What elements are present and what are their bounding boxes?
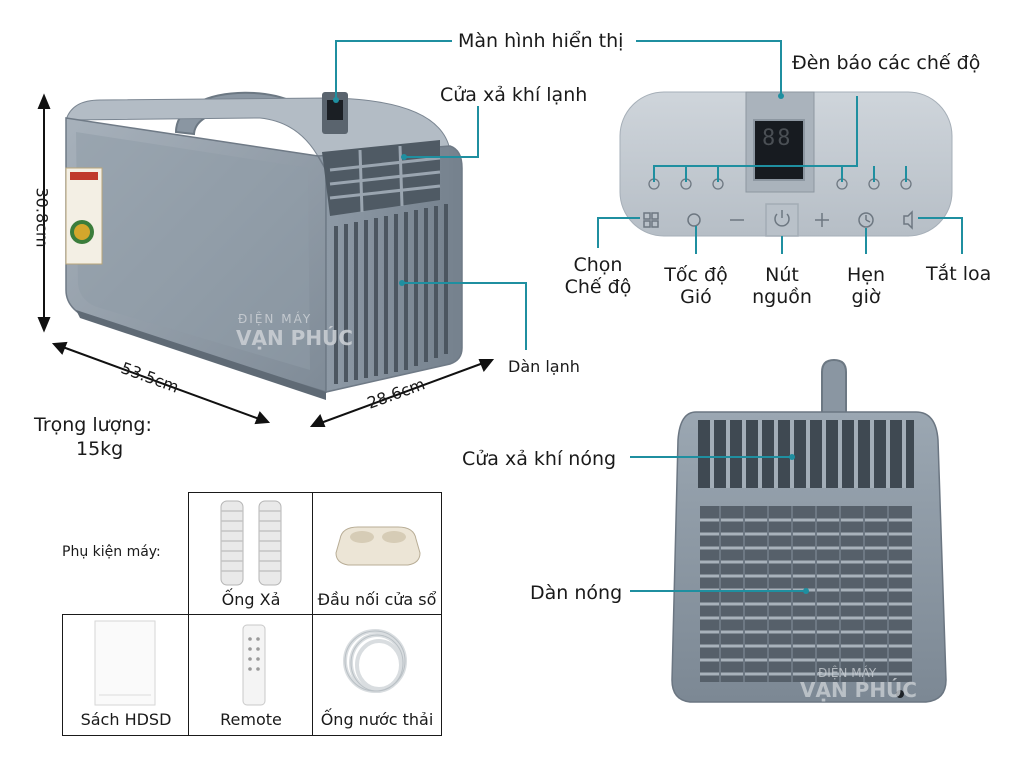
weight-label: Trọng lượng: — [34, 414, 152, 436]
label-mode-button: Chọn Chế độ — [564, 254, 632, 298]
panel-display-digits: 88 — [762, 126, 793, 151]
side-grille — [334, 204, 448, 384]
callout-display-screen: Màn hình hiển thị — [458, 30, 624, 52]
accessory-label-exhaust-hose: Ống Xả — [221, 590, 281, 609]
label-power-button: Nút nguồn — [752, 264, 812, 308]
weight-value: 15kg — [76, 438, 124, 460]
callout-cold-vent: Cửa xả khí lạnh — [440, 84, 588, 106]
callout-condenser: Dàn nóng — [530, 582, 623, 604]
exhaust-hose-icon — [220, 500, 282, 586]
main-unit-illustration — [65, 91, 463, 400]
dimension-arrows — [37, 93, 495, 427]
label-mute-button: Tắt loa — [926, 263, 992, 285]
back-unit-illustration — [671, 358, 947, 703]
control-panel-illustration — [619, 91, 953, 237]
accessory-cell-manual: Sách HDSD — [62, 614, 190, 736]
watermark-back-line2: VẠN PHÚC — [800, 678, 917, 702]
accessory-cell-exhaust-hose: Ống Xả — [188, 492, 314, 616]
accessory-label-drain-hose: Ống nước thải — [320, 710, 434, 729]
watermark-line2: VẠN PHÚC — [236, 326, 353, 350]
remote-icon — [242, 624, 266, 706]
accessory-label-window-adapter: Đầu nối cửa sổ — [317, 590, 437, 609]
watermark-back-line1: ĐIỆN MÁY — [818, 666, 877, 680]
drain-hose-icon — [343, 629, 407, 693]
callout-evaporator: Dàn lạnh — [508, 357, 580, 376]
label-timer-button: Hẹn giờ — [846, 264, 886, 308]
callout-lines — [335, 40, 963, 592]
manual-icon — [94, 620, 156, 706]
dimension-height: 30.8cm — [32, 187, 52, 248]
watermark-line1: ĐIỆN MÁY — [238, 312, 313, 326]
accessory-cell-drain-hose: Ống nước thải — [312, 614, 442, 736]
callout-hot-vent: Cửa xả khí nóng — [462, 448, 617, 470]
callout-mode-lights: Đèn báo các chế độ — [792, 52, 981, 74]
label-fan-speed-button: Tốc độ Gió — [664, 264, 728, 308]
window-adapter-icon — [335, 526, 421, 566]
accessory-label-manual: Sách HDSD — [80, 710, 172, 729]
accessory-cell-window-adapter: Đầu nối cửa sổ — [312, 492, 442, 616]
accessory-label-remote: Remote — [220, 710, 282, 729]
accessory-cell-remote: Remote — [188, 614, 314, 736]
accessories-title: Phụ kiện máy: — [62, 544, 161, 560]
